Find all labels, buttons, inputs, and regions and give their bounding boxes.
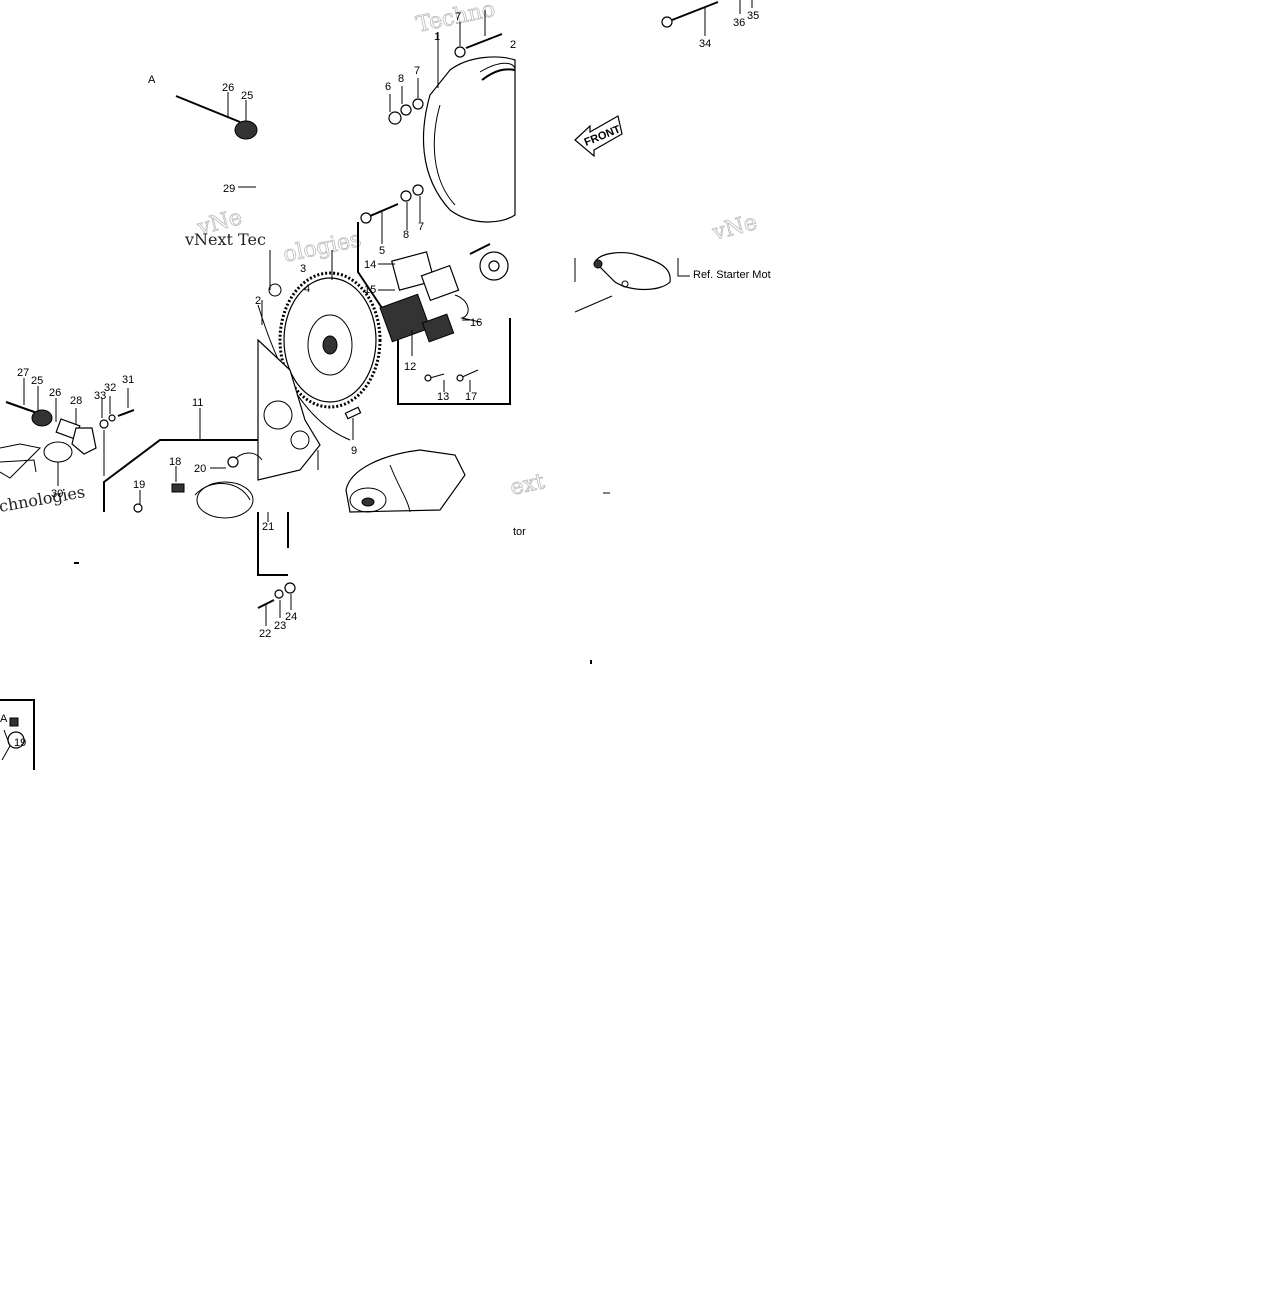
label-9: 9 <box>351 445 357 457</box>
bolt-5 <box>360 184 424 244</box>
pickup-box <box>103 408 289 576</box>
watermark-ext: ext <box>508 469 547 501</box>
label-31: 31 <box>122 374 134 386</box>
dowel-9 <box>344 406 362 440</box>
label-7: 7 <box>414 65 420 77</box>
label-24: 24 <box>285 611 297 623</box>
label-20: 20 <box>194 463 206 475</box>
label-29: 29 <box>223 183 235 195</box>
label-35: 35 <box>747 10 759 22</box>
label-33: 33 <box>94 390 106 402</box>
label-19b: 19 <box>14 737 26 749</box>
label-5: 5 <box>379 245 385 257</box>
mark-dot <box>590 660 592 664</box>
label-8: 8 <box>398 73 404 85</box>
label-13: 13 <box>437 391 449 403</box>
watermark-ologies: ologies <box>281 227 363 268</box>
shaft-assembly-left <box>0 378 135 486</box>
label-22: 22 <box>259 628 271 640</box>
label-1: 1 <box>434 31 440 43</box>
stator-box <box>357 222 511 405</box>
lower-left-fragment <box>0 699 35 770</box>
label-6: 6 <box>385 81 391 93</box>
label-a: A <box>148 74 156 86</box>
label-2b: 2 <box>255 295 261 307</box>
ref-starter-label: Ref. Starter Mot <box>693 269 771 281</box>
mark-dash <box>74 562 79 564</box>
label-36: 36 <box>733 17 745 29</box>
watermark-chnologies: chnologies <box>0 482 86 516</box>
starter-motor <box>345 449 466 513</box>
screws-22-24 <box>257 582 296 626</box>
label-4: 4 <box>304 283 310 295</box>
label-7c: 7 <box>418 221 424 233</box>
bolt-34 <box>661 0 753 36</box>
front-arrow: FRONT <box>574 115 623 158</box>
part-number-labels: 1 2 2 3 4 5 6 7 7 7 8 8 9 11 12 13 14 15… <box>0 10 759 749</box>
label-34: 34 <box>699 38 711 50</box>
label-3: 3 <box>300 263 306 275</box>
label-26: 26 <box>222 82 234 94</box>
label-15: 15 <box>364 284 376 296</box>
label-27: 27 <box>17 367 29 379</box>
shaft-upper <box>175 92 258 188</box>
label-25: 25 <box>241 90 253 102</box>
label-7b: 7 <box>455 11 461 23</box>
label-17: 17 <box>465 391 477 403</box>
label-25b: 25 <box>31 375 43 387</box>
label-16: 16 <box>470 317 482 329</box>
label-11: 11 <box>192 397 203 409</box>
watermark-vnext-tec: vNext Tec <box>184 230 266 249</box>
label-18: 18 <box>169 456 181 468</box>
flywheel <box>257 250 382 441</box>
generator-cover <box>422 32 516 223</box>
watermark-vne-right: vNe <box>709 210 760 246</box>
label-30: 30 <box>51 488 63 500</box>
label-12: 12 <box>404 361 416 373</box>
label-a-lower: A <box>0 713 8 725</box>
label-21: 21 <box>262 521 274 533</box>
label-26b: 26 <box>49 387 61 399</box>
label-8b: 8 <box>403 229 409 241</box>
label-32: 32 <box>104 382 116 394</box>
crankcase-side <box>257 338 321 481</box>
label-2: 2 <box>510 39 516 51</box>
washers-upper <box>388 10 503 125</box>
ref-starter-motor: Ref. Starter Mot <box>574 252 771 313</box>
label-19: 19 <box>133 479 145 491</box>
label-23: 23 <box>274 620 286 632</box>
label-28: 28 <box>70 395 82 407</box>
label-14: 14 <box>364 259 376 271</box>
label-motor: tor <box>513 526 526 538</box>
